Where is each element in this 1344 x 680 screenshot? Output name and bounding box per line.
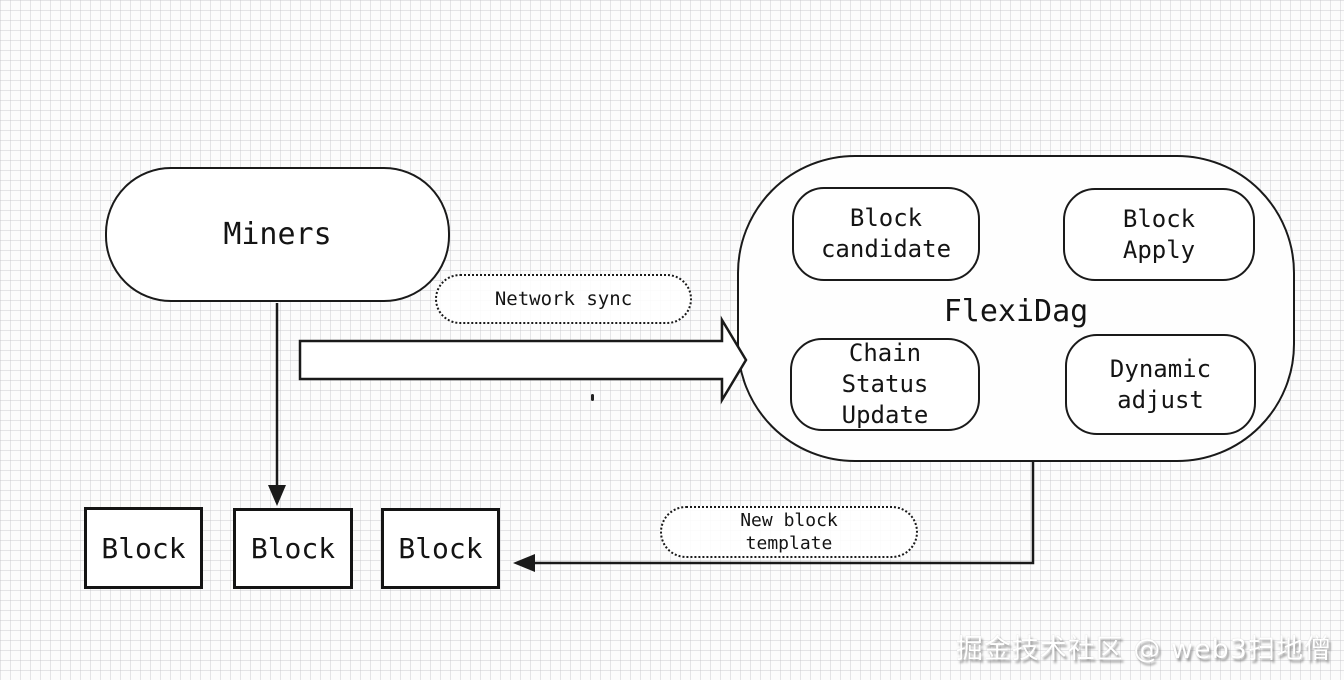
miners-label: Miners <box>223 217 332 252</box>
block-node-3: Block <box>381 508 500 589</box>
chain-status-update-node: Chain Status Update <box>790 338 980 431</box>
chain-status-update-label: Chain Status Update <box>841 339 929 429</box>
new-block-template-label-bubble: New block template <box>660 506 918 558</box>
block-node-2: Block <box>233 508 353 589</box>
flexidag-label: FlexiDag <box>943 294 1089 329</box>
miners-node: Miners <box>105 167 450 302</box>
stray-ink-mark <box>591 394 594 401</box>
block-node-1: Block <box>84 507 203 589</box>
new-block-template-label: New block template <box>740 510 838 554</box>
network-sync-label-bubble: Network sync <box>435 274 692 324</box>
block-candidate-label: Block candidate <box>820 204 952 263</box>
dynamic-adjust-label: Dynamic adjust <box>1109 354 1212 414</box>
network-sync-block-arrow <box>298 315 748 405</box>
miners-to-block-arrow <box>268 303 286 506</box>
network-sync-label: Network sync <box>494 288 633 310</box>
dynamic-adjust-node: Dynamic adjust <box>1065 334 1256 435</box>
block-label: Block <box>398 532 483 565</box>
block-candidate-node: Block candidate <box>792 187 980 281</box>
block-label: Block <box>250 532 336 565</box>
block-apply-node: Block Apply <box>1063 188 1255 281</box>
block-label: Block <box>101 531 186 565</box>
watermark-text: 掘金技术社区 @ web3扫地僧 <box>955 634 1332 665</box>
block-apply-label: Block Apply <box>1122 204 1196 264</box>
